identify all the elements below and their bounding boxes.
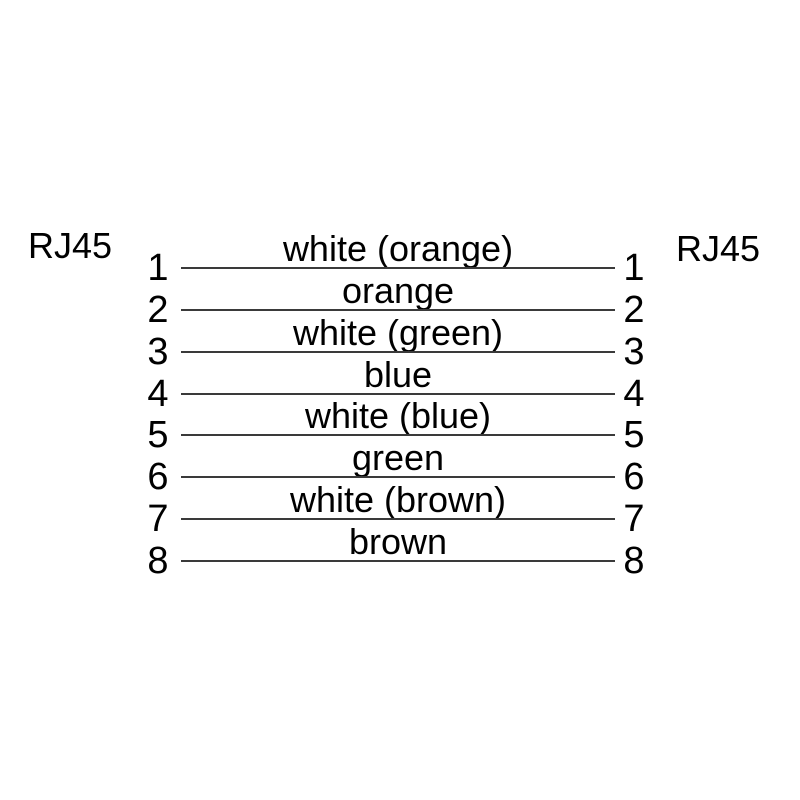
right-pin-number: 8 xyxy=(623,540,645,582)
right-connector-label: RJ45 xyxy=(676,228,761,269)
right-pin-number: 4 xyxy=(623,373,645,415)
left-pin-number: 6 xyxy=(147,456,169,498)
wire-color-label: white (brown) xyxy=(289,479,507,520)
left-pin-number: 3 xyxy=(147,331,169,373)
wire-color-label: white (orange) xyxy=(282,228,514,269)
right-pin-number: 7 xyxy=(623,498,645,540)
left-connector-label: RJ45 xyxy=(28,225,113,266)
left-pin-number: 1 xyxy=(147,247,169,289)
wire-color-label: orange xyxy=(341,270,455,311)
wire-color-label: white (blue) xyxy=(304,395,492,436)
wire-line xyxy=(181,434,615,436)
left-pin-number: 4 xyxy=(147,373,169,415)
left-pin-number: 5 xyxy=(147,414,169,456)
left-pin-number: 8 xyxy=(147,540,169,582)
right-pin-number: 3 xyxy=(623,331,645,373)
wire-line xyxy=(181,267,615,269)
right-pin-number: 6 xyxy=(623,456,645,498)
wire-line xyxy=(181,393,615,395)
right-pin-number: 2 xyxy=(623,289,645,331)
right-pin-number: 1 xyxy=(623,247,645,289)
wire-color-label: brown xyxy=(348,521,448,562)
left-pin-number: 7 xyxy=(147,498,169,540)
right-pin-number: 5 xyxy=(623,414,645,456)
wire-line xyxy=(181,560,615,562)
wire-color-label: white (green) xyxy=(292,312,504,353)
wire-line xyxy=(181,476,615,478)
left-pin-number: 2 xyxy=(147,289,169,331)
wire-line xyxy=(181,309,615,311)
wire-color-label: green xyxy=(351,437,445,478)
wire-line xyxy=(181,518,615,520)
wire-color-label: blue xyxy=(363,354,433,395)
wire-line xyxy=(181,351,615,353)
